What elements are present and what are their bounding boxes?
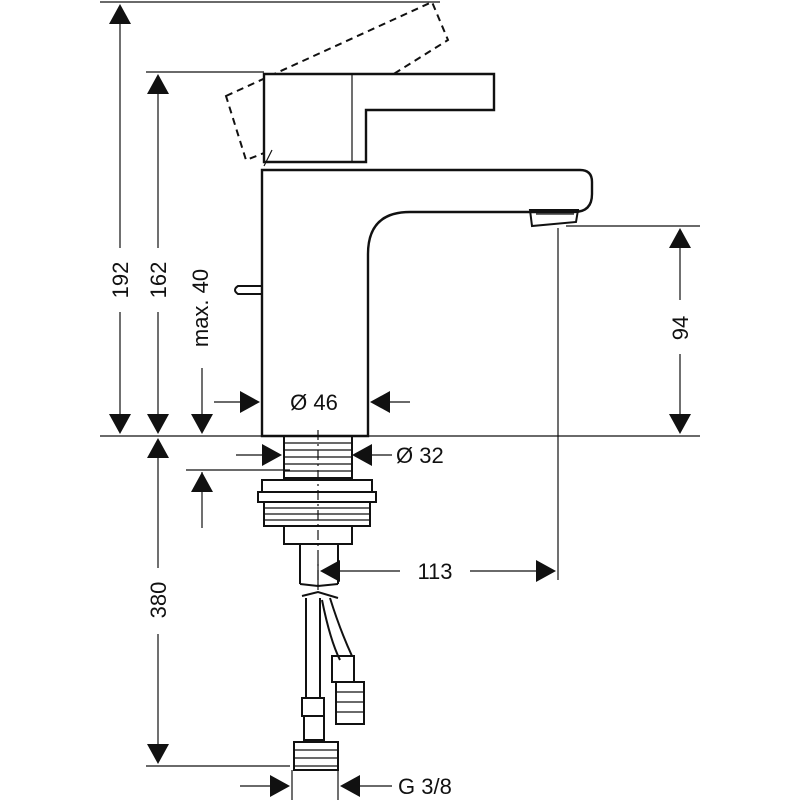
dimension-connection-thread: G 3/8 <box>240 774 452 799</box>
label-max-thickness: max. 40 <box>188 269 213 347</box>
label-connection-thread: G 3/8 <box>398 774 452 799</box>
dimension-outlet-height: 94 <box>668 228 693 434</box>
extension-lines <box>100 1 700 800</box>
faucet-handle <box>262 72 496 167</box>
dimension-hose-length: 380 <box>146 438 171 764</box>
label-shank-diameter: Ø 32 <box>396 443 444 468</box>
dimension-reach: 113 <box>320 559 556 584</box>
dimension-body-diameter: Ø 46 <box>214 390 410 415</box>
supply-hoses <box>293 590 365 771</box>
dimension-max-thickness: max. 40 <box>188 269 213 528</box>
label-reach: 113 <box>417 559 452 584</box>
label-spout-height: 162 <box>146 262 171 299</box>
dimension-overall-height: 192 <box>108 4 133 434</box>
label-outlet-height: 94 <box>668 316 693 340</box>
dimension-spout-height: 162 <box>146 74 171 434</box>
label-body-diameter: Ø 46 <box>290 390 338 415</box>
label-hose-length: 380 <box>146 582 171 619</box>
faucet-body <box>234 168 594 438</box>
label-overall-height: 192 <box>108 262 133 299</box>
dimension-shank-diameter: Ø 32 <box>236 443 444 468</box>
